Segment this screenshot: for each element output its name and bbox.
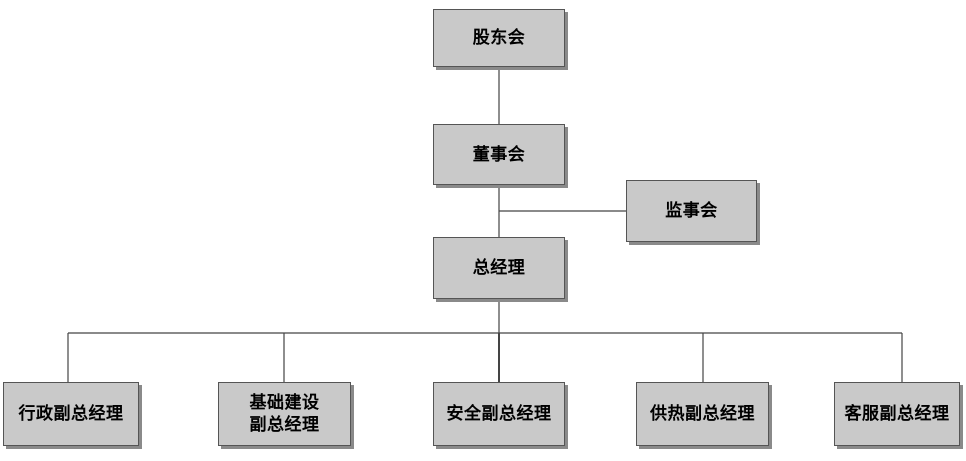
department-label-line-2: 副总经理 <box>249 415 320 435</box>
board-label: 董事会 <box>472 144 526 165</box>
supervisors-box: 监事会 <box>626 180 757 242</box>
department-box-infrastructure: 基础建设 副总经理 <box>218 382 351 446</box>
supervisors-label: 监事会 <box>665 201 718 221</box>
department-label-line-1: 基础建设 <box>249 393 320 413</box>
department-label: 安全副总经理 <box>446 404 552 424</box>
department-label: 供热副总经理 <box>650 404 755 424</box>
department-box-admin: 行政副总经理 <box>3 382 139 446</box>
department-box-heating: 供热副总经理 <box>636 382 769 446</box>
board-box: 董事会 <box>433 124 565 185</box>
department-box-customer-service: 客服副总经理 <box>834 382 960 446</box>
shareholders-label: 股东会 <box>472 28 526 48</box>
general-manager-box: 总经理 <box>433 237 565 299</box>
department-box-safety: 安全副总经理 <box>433 382 565 446</box>
department-label: 客服副总经理 <box>844 404 950 424</box>
department-label: 行政副总经理 <box>18 404 124 424</box>
general-manager-label: 总经理 <box>472 258 526 278</box>
shareholders-box: 股东会 <box>433 9 565 67</box>
